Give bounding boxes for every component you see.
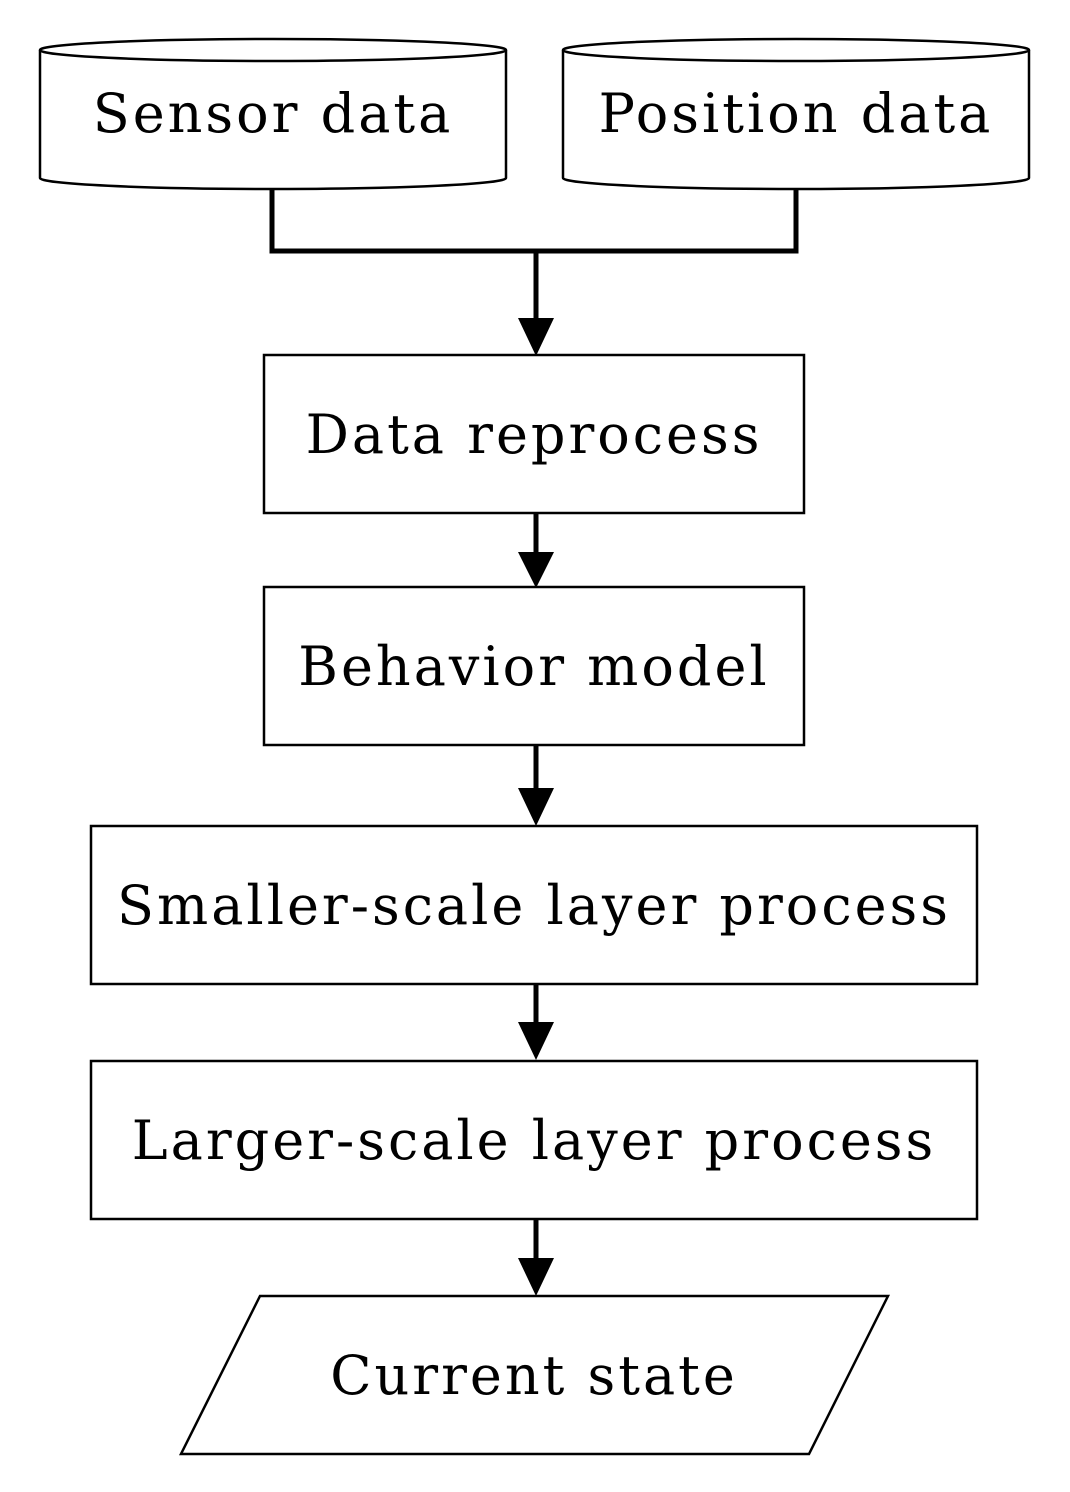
data-reprocess-box: Data reprocess xyxy=(262,353,806,515)
connector-1 xyxy=(518,513,554,588)
behavior-model-label: Behavior model xyxy=(298,635,769,698)
arrow-down-icon xyxy=(518,1258,554,1296)
larger-scale-layer-box: Larger-scale layer process xyxy=(89,1059,979,1221)
behavior-model-box: Behavior model xyxy=(262,585,806,747)
arrow-down-icon xyxy=(518,788,554,826)
sensor-data-label: Sensor data xyxy=(93,82,454,145)
merge-connector xyxy=(269,190,799,356)
arrow-down-icon xyxy=(518,552,554,588)
smaller-scale-layer-box: Smaller-scale layer process xyxy=(89,824,979,986)
current-state-label: Current state xyxy=(330,1344,738,1407)
larger-scale-layer-label: Larger-scale layer process xyxy=(132,1109,936,1172)
arrow-down-icon xyxy=(518,1022,554,1060)
position-data-label: Position data xyxy=(599,82,994,145)
position-data-cylinder: Position data xyxy=(561,37,1031,191)
connector-4 xyxy=(518,1219,554,1296)
connector-2 xyxy=(518,745,554,826)
arrow-down-icon xyxy=(518,318,554,356)
data-reprocess-label: Data reprocess xyxy=(306,403,763,466)
current-state-output: Current state xyxy=(178,1294,891,1456)
smaller-scale-layer-label: Smaller-scale layer process xyxy=(117,874,951,937)
sensor-data-cylinder: Sensor data xyxy=(38,37,508,191)
connector-3 xyxy=(518,984,554,1060)
